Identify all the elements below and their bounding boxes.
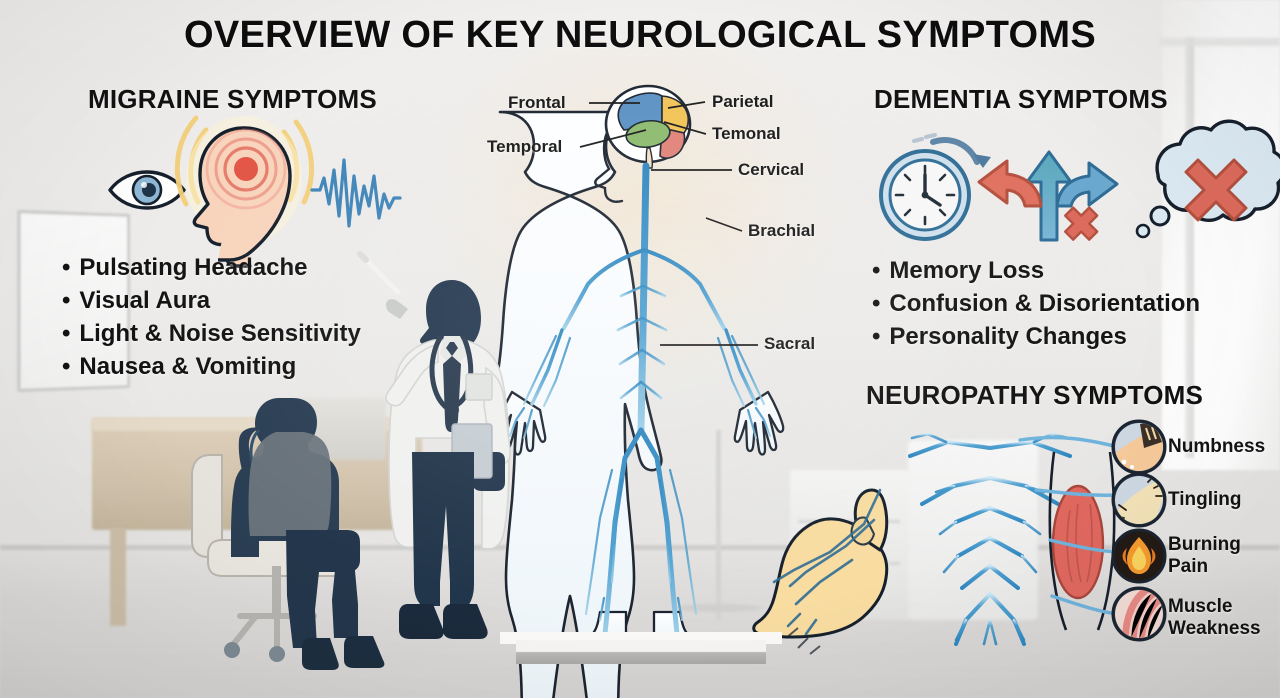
list-item: Nausea & Vomiting — [62, 350, 361, 383]
np-label-burning-pain-line1: Burning — [1168, 534, 1241, 555]
label-parietal: Parietal — [712, 92, 774, 111]
clinic-floor — [0, 548, 1280, 698]
desk-leg — [110, 528, 126, 626]
cabinet-drawer-line — [798, 562, 900, 565]
window — [1162, 0, 1280, 470]
window-frame — [1185, 38, 1194, 458]
label-cervical: Cervical — [738, 160, 805, 179]
np-label-burning-pain: Burning Pain — [1168, 534, 1241, 578]
list-item: Light & Noise Sensitivity — [62, 317, 360, 350]
list-item: Confusion & Disorientation — [872, 287, 1200, 320]
section-title-dementia: DEMENTIA SYMPTOMS — [874, 84, 1168, 114]
migraine-symptom-list: Pulsating Headache Visual Aura Light & N… — [62, 251, 361, 383]
iv-stand-base — [676, 604, 762, 612]
label-sacral: Sacral — [764, 334, 816, 353]
cabinet — [790, 470, 910, 620]
page-title: OVERVIEW OF KEY NEUROLOGICAL SYMPTOMS — [184, 14, 1096, 56]
cabinet-drawer-line — [798, 520, 900, 523]
label-frontal: Frontal — [508, 93, 566, 112]
section-title-migraine: MIGRAINE SYMPTOMS — [88, 84, 377, 114]
medical-equipment — [908, 440, 1038, 620]
label-brachial: Brachial — [748, 221, 816, 240]
np-label-muscle-weakness-line1: Muscle — [1168, 596, 1233, 617]
list-item: Memory Loss — [872, 254, 1200, 287]
floor-baseboard — [0, 545, 1280, 550]
list-item: Pulsating Headache — [62, 251, 361, 284]
desk-monitor — [300, 398, 386, 460]
np-label-numbness: Numbness — [1168, 436, 1266, 457]
label-temporal: Temporal — [487, 137, 563, 156]
window-header — [1160, 38, 1280, 46]
dementia-symptom-list: Memory Loss Confusion & Disorientation P… — [872, 254, 1200, 353]
list-item: Personality Changes — [872, 320, 1200, 353]
np-label-tingling: Tingling — [1168, 489, 1242, 510]
label-temonal: Temonal — [712, 124, 781, 143]
iv-stand-pole — [716, 430, 721, 620]
np-label-muscle-weakness-line2: Weakness — [1168, 618, 1261, 639]
display-platform — [516, 640, 766, 664]
np-label-burning-pain-line2: Pain — [1168, 556, 1209, 577]
np-label-muscle-weakness: Muscle Weakness — [1168, 596, 1261, 640]
list-item: Visual Aura — [62, 284, 361, 317]
section-title-neuropathy: NEUROPATHY SYMPTOMS — [866, 380, 1204, 410]
